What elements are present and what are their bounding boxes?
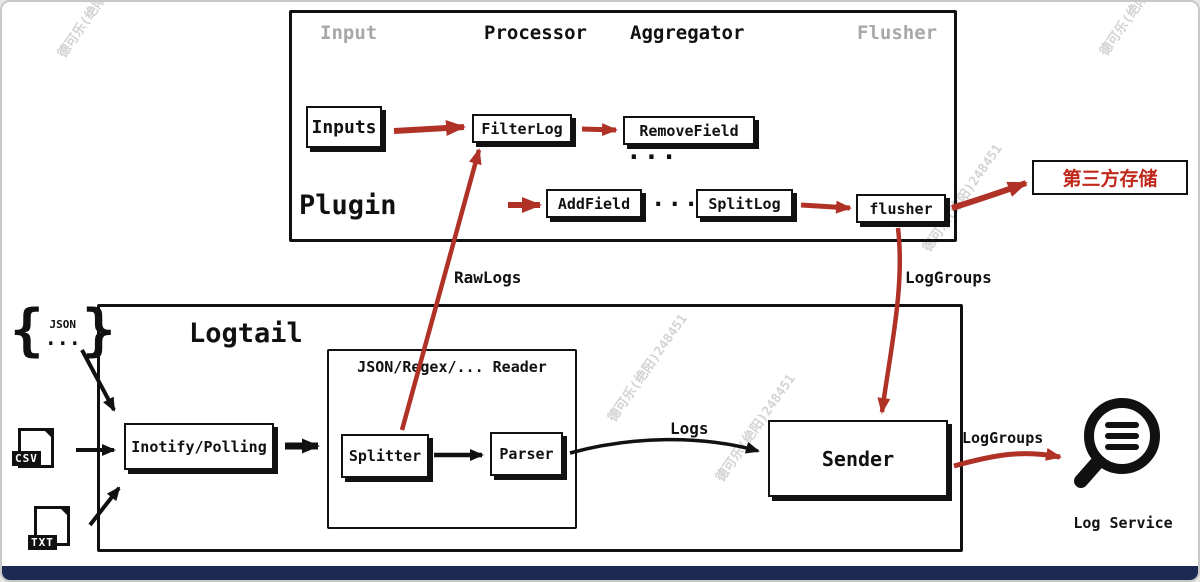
node-inotify-polling: Inotify/Polling <box>124 423 274 470</box>
node-filterlog: FilterLog <box>472 114 572 143</box>
json-file-icon: { JSON ... } <box>10 298 116 364</box>
txt-file-icon: TXT <box>28 506 70 550</box>
log-service-icon <box>1074 398 1160 488</box>
node-parser: Parser <box>490 432 563 476</box>
logtail-panel <box>97 304 963 552</box>
json-brace-left: { <box>10 298 44 363</box>
plugin-panel <box>289 10 957 242</box>
node-splitter: Splitter <box>341 434 429 478</box>
arrow-flusher-to-storage <box>951 180 1028 211</box>
column-header-aggregator: Aggregator <box>630 22 745 44</box>
plugin-title: Plugin <box>299 190 397 221</box>
label-rawlogs: RawLogs <box>454 268 522 287</box>
reader-title: JSON/Regex/... Reader <box>357 358 547 376</box>
node-inputs: Inputs <box>306 106 382 148</box>
node-addfield: AddField <box>546 189 642 218</box>
json-icon-dots: ... <box>44 325 81 350</box>
aggregators-ellipsis: ... <box>651 184 701 212</box>
label-loggroups-right: LogGroups <box>962 429 1044 447</box>
label-loggroups-top: LogGroups <box>905 268 992 287</box>
column-header-input: Input <box>320 22 378 44</box>
node-sender: Sender <box>768 420 948 497</box>
arrow-sender-to-logservice <box>953 447 1062 469</box>
column-header-processor: Processor <box>484 22 587 44</box>
json-brace-right: } <box>81 298 116 363</box>
footer-bar <box>2 566 1198 580</box>
node-flusher: flusher <box>856 194 946 223</box>
label-logs: Logs <box>670 419 709 438</box>
json-icon-label: JSON <box>49 317 77 331</box>
node-removefield: RemoveField <box>623 116 755 145</box>
node-splitlog: SplitLog <box>696 189 793 218</box>
third-party-storage-box: 第三方存储 <box>1032 160 1188 195</box>
processors-ellipsis: ... <box>626 136 679 166</box>
txt-fold-corner <box>58 506 70 518</box>
csv-fold-corner <box>42 428 54 440</box>
log-service-label: Log Service <box>1073 514 1173 532</box>
txt-badge: TXT <box>28 535 57 550</box>
csv-file-icon: CSV <box>12 428 54 468</box>
column-header-flusher: Flusher <box>857 22 938 44</box>
watermark: 德可乐(绝阳)248451 <box>55 0 141 61</box>
watermark: 德可乐(绝阳)248451 <box>1097 0 1183 59</box>
csv-badge: CSV <box>12 451 41 466</box>
logtail-title: Logtail <box>189 318 303 349</box>
